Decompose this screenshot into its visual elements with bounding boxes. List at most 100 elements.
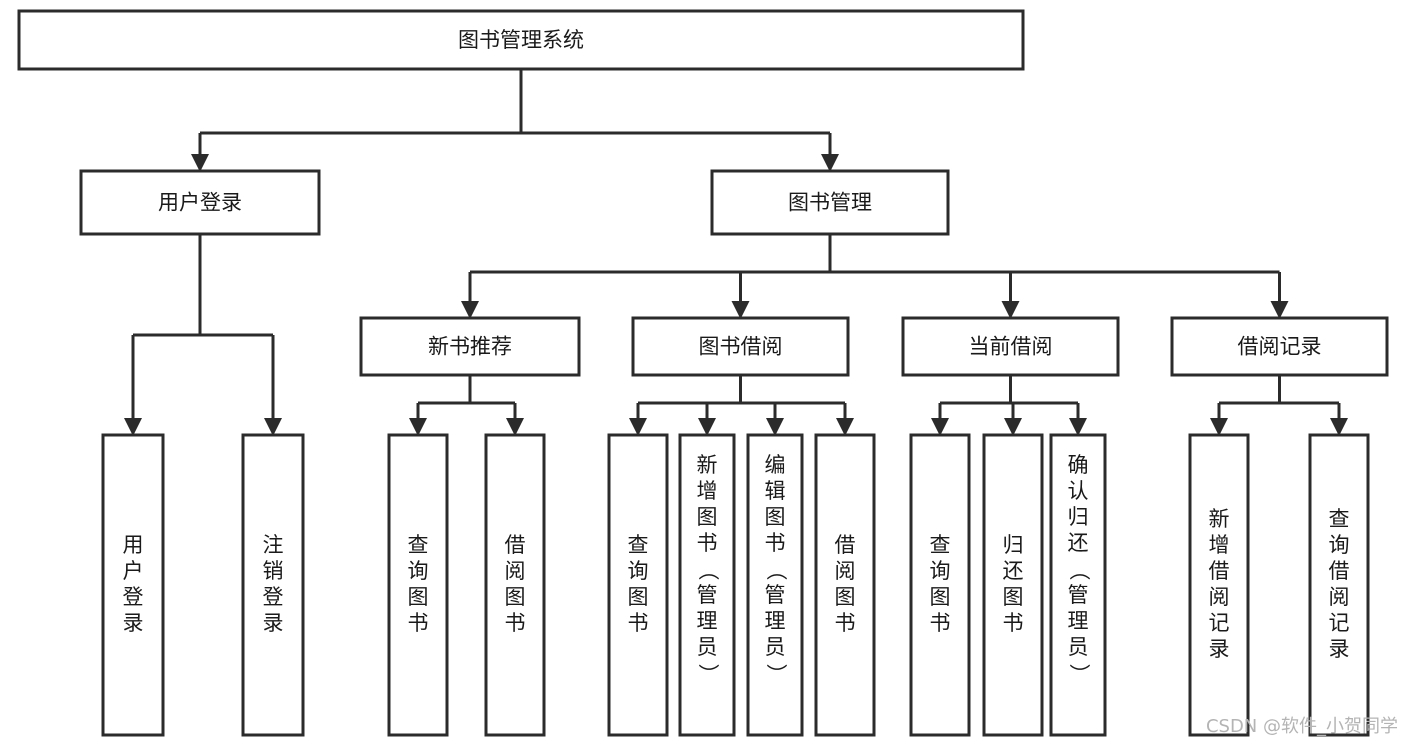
label-char: 理	[1068, 609, 1089, 633]
label-char: （	[696, 560, 720, 581]
label-char: 图	[1003, 585, 1024, 609]
label-char: 登	[123, 585, 144, 609]
label-char: 查	[1329, 507, 1350, 531]
node-box-leaf-query-book-b[interactable]	[607, 433, 669, 737]
node-box-new-book-rec[interactable]	[359, 316, 581, 377]
label-char: 注	[263, 533, 284, 557]
node-label-user-login: 用户登录	[158, 191, 242, 215]
label-char: 书	[408, 611, 429, 635]
node-box-leaf-logout[interactable]	[241, 433, 305, 737]
node-leaf-user-login[interactable]: 用户登录	[101, 433, 165, 737]
label-char: 阅	[505, 559, 526, 583]
node-box-current-borrow[interactable]	[901, 316, 1120, 377]
label-char: 图	[628, 585, 649, 609]
node-borrow-record[interactable]: 借阅记录	[1170, 316, 1389, 377]
label-char: 管	[765, 583, 786, 607]
node-book-borrow[interactable]: 图书借阅	[631, 316, 850, 377]
node-box-leaf-borrow-book-b[interactable]	[814, 433, 876, 737]
node-label-leaf-user-login: 用户登录	[123, 533, 144, 635]
label-char: 图	[765, 505, 786, 529]
label-char: 借	[1329, 559, 1350, 583]
label-char: 员	[697, 635, 718, 659]
label-char: 理	[697, 609, 718, 633]
node-box-leaf-query-book-rec[interactable]	[387, 433, 449, 737]
node-box-leaf-confirm-return[interactable]	[1049, 433, 1107, 737]
node-label-root: 图书管理系统	[458, 28, 584, 52]
node-box-leaf-add-book[interactable]	[678, 433, 736, 737]
label-char: 增	[697, 479, 718, 503]
label-char: ）	[1067, 664, 1091, 685]
label-char: ）	[696, 664, 720, 685]
node-box-leaf-edit-book[interactable]	[746, 433, 804, 737]
label-char: 图	[505, 585, 526, 609]
label-char: 借	[1209, 559, 1230, 583]
node-label-borrow-record: 借阅记录	[1238, 335, 1322, 359]
node-label-book-manage: 图书管理	[788, 191, 872, 215]
label-char: 书	[765, 531, 786, 555]
node-box-leaf-borrow-book-rec[interactable]	[484, 433, 546, 737]
label-char: 员	[1068, 635, 1089, 659]
label-char: 增	[1209, 533, 1230, 557]
node-current-borrow[interactable]: 当前借阅	[901, 316, 1120, 377]
label-char: 书	[1003, 611, 1024, 635]
label-char: 书	[505, 611, 526, 635]
node-box-leaf-return-book[interactable]	[982, 433, 1044, 737]
label-char: 借	[835, 533, 856, 557]
node-box-book-borrow[interactable]	[631, 316, 850, 377]
node-user-login[interactable]: 用户登录	[79, 169, 321, 236]
label-char: 确	[1068, 453, 1089, 477]
node-box-leaf-query-book-c[interactable]	[909, 433, 971, 737]
node-box-user-login[interactable]	[79, 169, 321, 236]
node-box-leaf-query-record[interactable]	[1308, 433, 1370, 737]
label-char: 新	[1209, 507, 1230, 531]
label-char: 还	[1003, 559, 1024, 583]
label-char: 辑	[765, 479, 786, 503]
node-box-borrow-record[interactable]	[1170, 316, 1389, 377]
label-char: 书	[835, 611, 856, 635]
label-char: 借	[505, 533, 526, 557]
label-char: 归	[1003, 533, 1024, 557]
label-char: （	[764, 560, 788, 581]
node-root[interactable]: 图书管理系统	[17, 9, 1025, 71]
label-char: 归	[1068, 505, 1089, 529]
label-char: 用	[123, 533, 144, 557]
node-book-manage[interactable]: 图书管理	[710, 169, 950, 236]
csdn-watermark: CSDN @软件_小贺同学	[1206, 716, 1398, 737]
label-char: 编	[765, 453, 786, 477]
label-char: 阅	[1209, 585, 1230, 609]
node-box-root[interactable]	[17, 9, 1025, 71]
node-label-current-borrow: 当前借阅	[969, 335, 1053, 359]
node-new-book-rec[interactable]: 新书推荐	[359, 316, 581, 377]
node-box-leaf-add-record[interactable]	[1188, 433, 1250, 737]
label-char: 销	[263, 559, 284, 583]
label-char: 图	[697, 505, 718, 529]
label-char: 员	[765, 635, 786, 659]
label-char: 认	[1068, 479, 1089, 503]
label-char: 记	[1209, 611, 1230, 635]
edges-layer	[124, 69, 1348, 436]
node-box-leaf-user-login[interactable]	[101, 433, 165, 737]
node-box-book-manage[interactable]	[710, 169, 950, 236]
label-char: （	[1067, 560, 1091, 581]
node-label-new-book-rec: 新书推荐	[428, 335, 512, 359]
